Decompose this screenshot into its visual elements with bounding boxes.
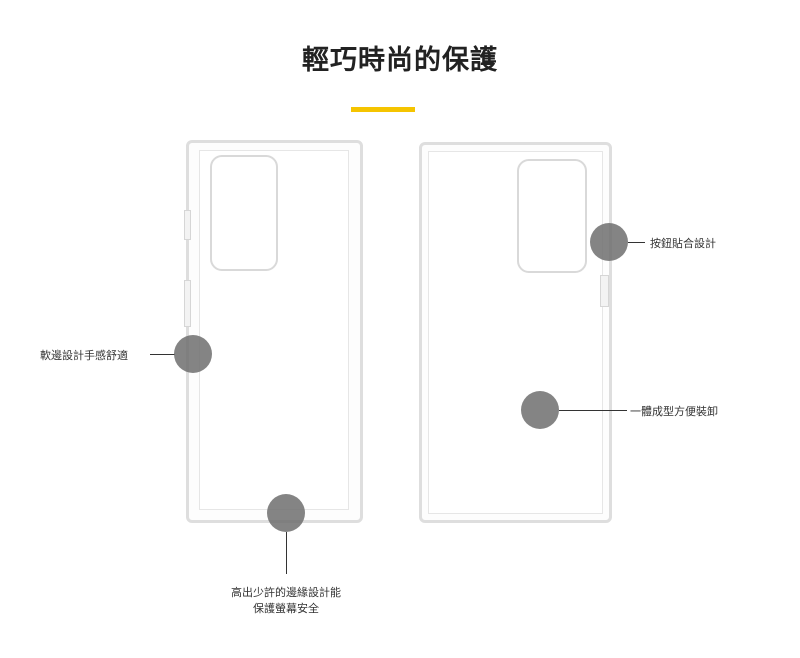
callout-marker (521, 391, 559, 429)
callout-marker (174, 335, 212, 373)
callout-line (150, 354, 175, 355)
callout-button-fit-label: 按鈕貼合設計 (650, 237, 716, 250)
callout-raised-edge-line2: 保護螢幕安全 (253, 602, 319, 615)
page-title: 輕巧時尚的保護 (302, 45, 498, 76)
callout-one-piece-label: 一體成型方便裝卸 (630, 405, 718, 418)
callout-marker (267, 494, 305, 532)
callout-marker (590, 223, 628, 261)
callout-line (286, 532, 287, 574)
camera-cutout (517, 159, 587, 273)
title-underline (351, 107, 415, 112)
callout-soft-edge-label: 軟邊設計手感舒適 (40, 349, 128, 362)
case-back-image (419, 142, 612, 523)
side-button (184, 280, 191, 327)
callout-raised-edge-line1: 高出少許的邊緣設計能 (231, 586, 341, 599)
callout-line (628, 242, 645, 243)
case-front-image (186, 140, 363, 523)
callout-line (559, 410, 627, 411)
side-button (600, 275, 609, 307)
side-button (184, 210, 191, 240)
callout-raised-edge-label: 高出少許的邊緣設計能 保護螢幕安全 (200, 585, 372, 617)
camera-cutout (210, 155, 278, 271)
